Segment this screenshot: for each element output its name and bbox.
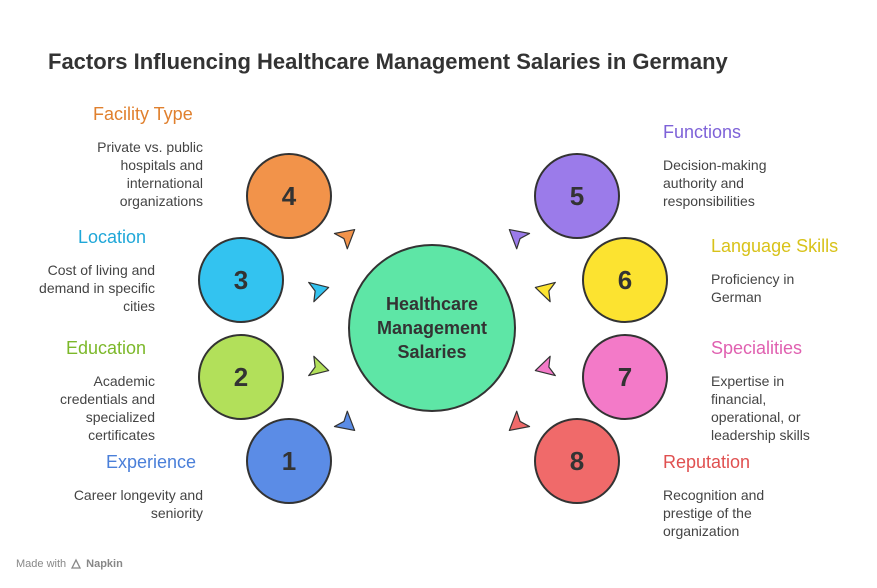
- arrow-facility-type: [333, 228, 356, 250]
- footer-made-with: Made with: [16, 558, 67, 570]
- arrow-functions: [508, 228, 531, 250]
- factor-heading-specialities: Specialities: [711, 338, 803, 358]
- napkin-logo-icon: [71, 558, 82, 569]
- arrow-location: [308, 281, 330, 303]
- factor-desc-experience: Career longevity and seniority: [73, 487, 203, 521]
- arrow-experience: [333, 410, 356, 432]
- factor-circle-experience: [246, 418, 332, 504]
- factor-heading-language-skills: Language Skills: [711, 236, 839, 256]
- factor-number-location: 3: [234, 265, 248, 295]
- footer-credit: Made with Napkin: [16, 558, 123, 570]
- footer-brand: Napkin: [86, 558, 123, 570]
- factor-circle-location: [198, 237, 284, 323]
- factor-desc-language-skills: Proficiency in German: [711, 271, 795, 305]
- factor-desc-education: Academic credentials and specialized cer…: [60, 373, 155, 443]
- factor-circle-functions: [534, 153, 620, 239]
- factor-desc-specialities: Expertise in financial, operational, or …: [711, 373, 810, 443]
- center-line-3: Salaries: [397, 342, 466, 362]
- factor-heading-reputation: Reputation: [663, 452, 751, 472]
- factor-desc-location: Cost of living and demand in specific ci…: [39, 262, 155, 314]
- factor-desc-reputation: Recognition and prestige of the organiza…: [663, 487, 765, 539]
- factor-heading-functions: Functions: [663, 122, 742, 142]
- arrow-reputation: [508, 410, 531, 432]
- nodes-layer: 4 3 2 1 5 6 7 8: [198, 153, 668, 504]
- arrow-education: [308, 355, 330, 377]
- factor-heading-location: Location: [78, 227, 147, 247]
- center-circle: [348, 244, 516, 412]
- factor-number-language-skills: 6: [618, 265, 632, 295]
- factor-circle-reputation: [534, 418, 620, 504]
- factor-number-facility-type: 4: [282, 181, 297, 211]
- factor-desc-functions: Decision-making authority and responsibi…: [663, 157, 767, 209]
- factor-number-experience: 1: [282, 446, 296, 476]
- factor-circle-education: [198, 334, 284, 420]
- arrow-language-skills: [534, 281, 556, 303]
- arrows-layer: [308, 228, 556, 432]
- factor-number-specialities: 7: [618, 362, 632, 392]
- center-line-2: Management: [377, 318, 487, 338]
- factor-circle-language-skills: [582, 237, 668, 323]
- factor-heading-experience: Experience: [106, 452, 197, 472]
- page-title: Factors Influencing Healthcare Managemen…: [48, 49, 728, 74]
- factor-number-education: 2: [234, 362, 248, 392]
- arrow-specialities: [534, 355, 556, 377]
- center-line-1: Healthcare: [386, 294, 478, 314]
- factor-heading-education: Education: [66, 338, 147, 358]
- factor-circle-facility-type: [246, 153, 332, 239]
- factor-circle-specialities: [582, 334, 668, 420]
- factor-number-functions: 5: [570, 181, 584, 211]
- factor-number-reputation: 8: [570, 446, 584, 476]
- factor-heading-facility-type: Facility Type: [93, 104, 193, 124]
- factor-desc-facility-type: Private vs. public hospitals and interna…: [97, 139, 203, 209]
